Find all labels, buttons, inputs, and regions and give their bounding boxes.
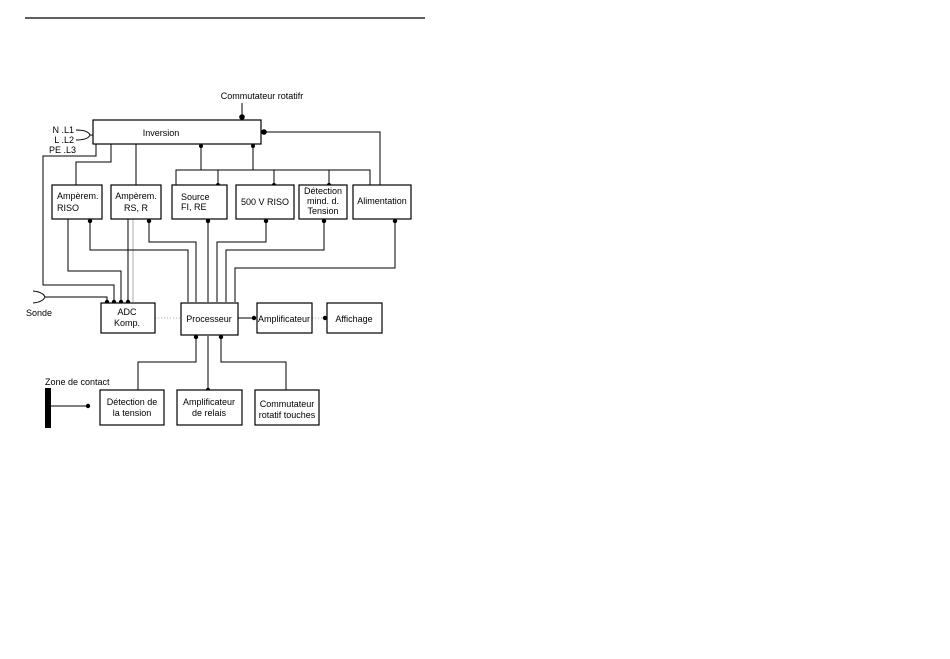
junction-dots <box>86 114 397 408</box>
label-zone-contact: Zone de contact <box>45 377 110 387</box>
block-processeur: Processeur <box>181 303 238 335</box>
block-detection-tension-line2: la tension <box>113 408 152 418</box>
block-processeur-label: Processeur <box>186 314 232 324</box>
block-adc-line1: ADC <box>117 307 137 317</box>
block-detection-mind-line2: mind. d. <box>307 196 339 206</box>
contact-zone-bar <box>45 388 51 428</box>
block-adc-line2: Komp. <box>114 318 140 328</box>
block-detection-mind-line1: Détection <box>304 186 342 196</box>
block-detection-mind-line3: Tension <box>307 206 338 216</box>
block-detection-mind: Détection mind. d. Tension <box>299 185 347 219</box>
block-inversion-label: Inversion <box>143 128 180 138</box>
block-source: Source FI, RE <box>172 185 227 219</box>
block-commutateur-touches-line1: Commutateur <box>260 399 315 409</box>
label-input-l3: PE .L3 <box>49 145 76 155</box>
wires <box>33 103 395 406</box>
block-amperem-riso-line2: RISO <box>57 203 79 213</box>
block-inversion: Inversion <box>93 120 261 144</box>
block-amperem-rs-line2: RS, R <box>124 203 149 213</box>
block-affichage-label: Affichage <box>335 314 372 324</box>
block-amperem-riso-line1: Ampèrem. <box>57 191 99 201</box>
label-input-l2: L .L2 <box>54 135 74 145</box>
label-commutateur-rotatif: Commutateur rotatifr <box>221 91 304 101</box>
block-adc: ADC Komp. <box>101 303 155 333</box>
block-amperem-rs-line1: Ampèrem. <box>115 191 157 201</box>
block-alimentation-label: Alimentation <box>357 196 407 206</box>
block-amplificateur: Amplificateur <box>257 303 312 333</box>
block-amplificateur-label: Amplificateur <box>258 314 310 324</box>
block-amplificateur-relais-line1: Amplificateur <box>183 397 235 407</box>
block-source-line2: FI, RE <box>181 202 207 212</box>
label-sonde: Sonde <box>26 308 52 318</box>
block-500v-riso-label: 500 V RISO <box>241 197 289 207</box>
block-500v-riso: 500 V RISO <box>236 185 294 219</box>
block-commutateur-touches-line2: rotatif touches <box>259 410 316 420</box>
block-amplificateur-relais: Amplificateur de relais <box>177 390 242 425</box>
block-commutateur-touches: Commutateur rotatif touches <box>255 390 319 425</box>
block-source-line1: Source <box>181 192 210 202</box>
block-alimentation: Alimentation <box>353 185 411 219</box>
block-amplificateur-relais-line2: de relais <box>192 408 227 418</box>
block-detection-tension: Détection de la tension <box>100 390 164 425</box>
label-input-l1: N .L1 <box>52 125 74 135</box>
block-detection-tension-line1: Détection de <box>107 397 158 407</box>
block-affichage: Affichage <box>327 303 382 333</box>
block-amperem-rs: Ampèrem. RS, R <box>111 185 161 219</box>
block-amperem-riso: Ampèrem. RISO <box>52 185 102 219</box>
